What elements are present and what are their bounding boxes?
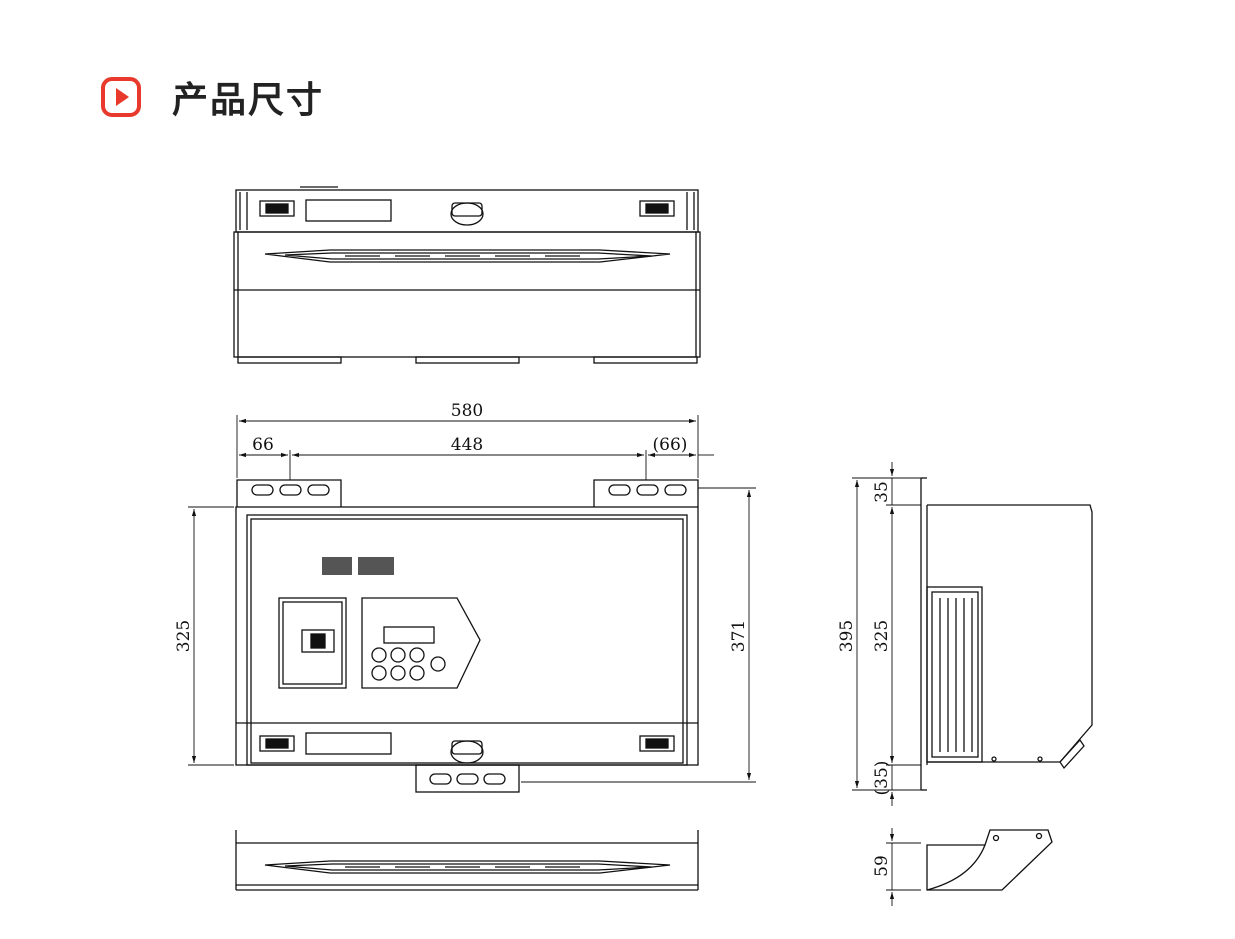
dim-side-bottom-margin: (35) xyxy=(872,761,892,796)
side-view xyxy=(920,477,1093,791)
dim-side-body-height: 325 xyxy=(872,620,892,652)
top-view xyxy=(233,186,701,364)
dim-left-offset: 66 xyxy=(252,435,274,455)
section-header: 产品尺寸 xyxy=(100,72,324,122)
dim-overall-width: 580 xyxy=(451,401,483,421)
dim-right-offset: (66) xyxy=(653,435,688,455)
play-button-icon xyxy=(101,77,141,117)
hood-view xyxy=(926,829,1053,891)
side-view-dimensions xyxy=(852,462,921,806)
hood-view-dimensions xyxy=(886,828,921,906)
dim-total-height: 371 xyxy=(729,620,749,652)
bottom-view xyxy=(235,830,699,891)
dim-side-total-height: 395 xyxy=(837,620,857,652)
dim-hood-height: 59 xyxy=(872,855,892,877)
dim-body-height: 325 xyxy=(174,620,194,652)
dim-center-span: 448 xyxy=(451,435,483,455)
dim-side-top-margin: 35 xyxy=(872,481,892,503)
section-title: 产品尺寸 xyxy=(172,80,325,121)
front-view xyxy=(235,479,699,793)
front-view-dimensions xyxy=(188,415,756,783)
